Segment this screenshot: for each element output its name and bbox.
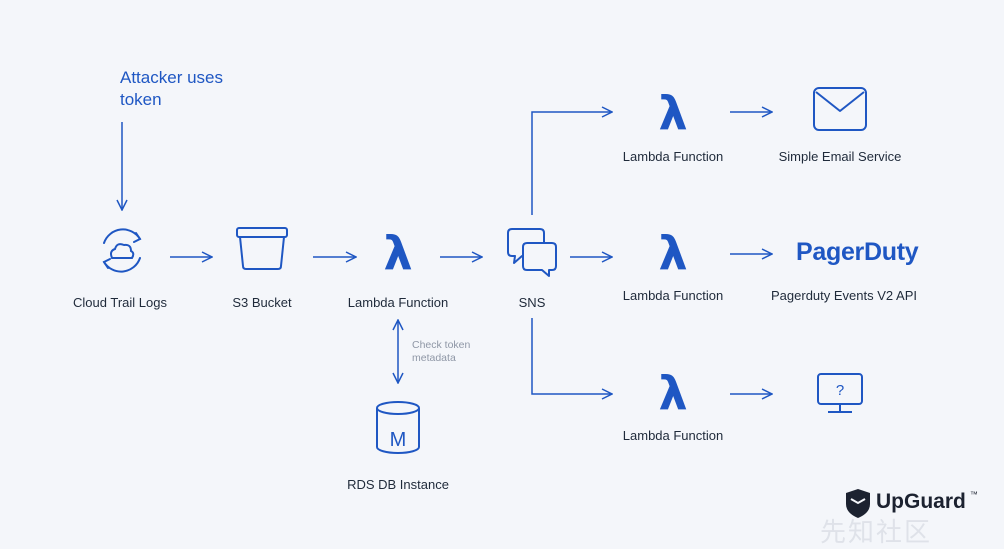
rds-label: RDS DB Instance bbox=[347, 477, 449, 492]
lambda-bot-icon: λ bbox=[658, 366, 687, 420]
sns-label: SNS bbox=[518, 295, 546, 310]
lambda-main-label: Lambda Function bbox=[347, 295, 449, 310]
email-envelope-icon bbox=[813, 87, 867, 131]
monitor-question-icon bbox=[817, 373, 863, 413]
lambda-mid-label: Lambda Function bbox=[622, 288, 724, 303]
cloudtrail-icon bbox=[102, 228, 142, 273]
attacker-uses-token-label: Attacker uses token bbox=[120, 67, 223, 111]
s3-bucket-label: S3 Bucket bbox=[232, 295, 292, 310]
upguard-trademark: ™ bbox=[969, 489, 978, 499]
lambda-bot-label: Lambda Function bbox=[622, 428, 724, 443]
flow-arrows bbox=[122, 112, 772, 394]
lambda-mid-icon: λ bbox=[658, 226, 687, 280]
sns-chat-icon bbox=[507, 228, 557, 277]
pagerduty-api-label: Pagerduty Events V2 API bbox=[771, 288, 917, 303]
lambda-top-icon: λ bbox=[658, 86, 687, 140]
pagerduty-logo: PagerDuty bbox=[796, 238, 919, 266]
upguard-shield-icon bbox=[846, 489, 870, 518]
s3-bucket-icon bbox=[236, 227, 288, 270]
arrow-sns-to-lambda-bot bbox=[531, 318, 612, 394]
monitor-question-glyph: ? bbox=[836, 382, 844, 399]
check-token-metadata-note: Check token metadata bbox=[412, 339, 470, 365]
note-line-2: metadata bbox=[412, 352, 456, 364]
upguard-brand-name: UpGuard bbox=[876, 490, 966, 513]
arrow-sns-to-lambda-top bbox=[531, 112, 612, 215]
upguard-brand: UpGuard ™ bbox=[846, 490, 978, 514]
ses-label: Simple Email Service bbox=[778, 149, 902, 164]
watermark-text: 先知社区 bbox=[820, 518, 933, 548]
cloudtrail-label: Cloud Trail Logs bbox=[73, 295, 167, 310]
rds-db-icon bbox=[376, 401, 420, 454]
lambda-main-icon: λ bbox=[383, 226, 412, 280]
rds-m-glyph: M bbox=[390, 429, 407, 451]
lambda-top-label: Lambda Function bbox=[622, 149, 724, 164]
attacker-line-2: token bbox=[120, 90, 162, 109]
note-line-1: Check token bbox=[412, 339, 471, 351]
attacker-line-1: Attacker uses bbox=[120, 68, 223, 87]
